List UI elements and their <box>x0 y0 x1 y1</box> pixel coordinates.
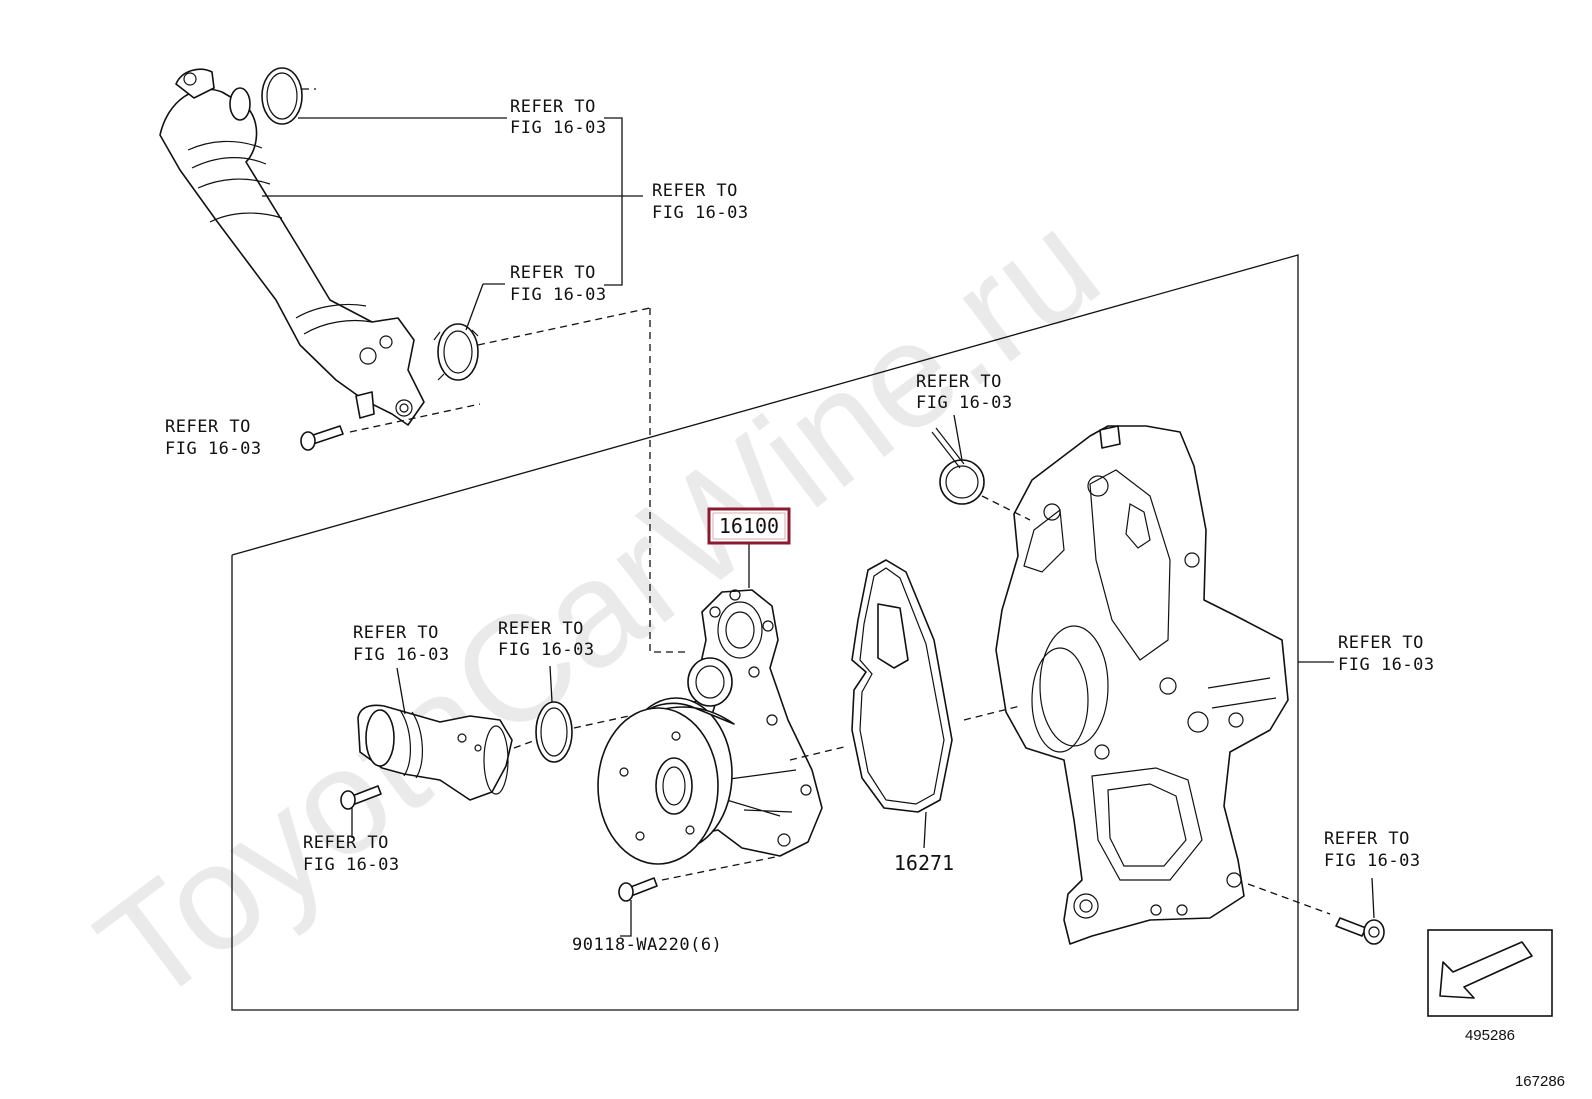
svg-text:16100: 16100 <box>719 514 779 538</box>
refer-label-8: REFER TO FIG 16-03 <box>1338 633 1435 675</box>
svg-text:REFER TO: REFER TO <box>353 623 439 643</box>
svg-text:FIG 16-03: FIG 16-03 <box>165 439 262 459</box>
housing-bolt <box>1335 917 1385 945</box>
water-pump-gasket <box>851 559 953 813</box>
svg-text:REFER TO: REFER TO <box>652 181 738 201</box>
watermark: ToyotaCarWine.ru <box>68 179 1128 1036</box>
pump-pulley <box>597 697 735 865</box>
assembly-frame <box>231 254 1299 1011</box>
svg-text:FIG 16-03: FIG 16-03 <box>1338 655 1435 675</box>
svg-text:REFER TO: REFER TO <box>1324 829 1410 849</box>
svg-text:REFER TO: REFER TO <box>1338 633 1424 653</box>
svg-text:FIG 16-03: FIG 16-03 <box>510 285 607 305</box>
svg-text:FIG 16-03: FIG 16-03 <box>353 645 450 665</box>
hose-clamp <box>433 323 479 381</box>
pump-bolt <box>618 877 658 902</box>
part-number-bolt[interactable]: 90118-WA220(6) <box>572 935 722 955</box>
refer-label-2: REFER TO FIG 16-03 <box>652 181 749 223</box>
refer-label-1: REFER TO FIG 16-03 <box>510 97 607 138</box>
water-inlet-hose <box>159 68 425 426</box>
front-direction-arrow-icon <box>1439 941 1533 999</box>
svg-text:REFER TO: REFER TO <box>303 833 389 853</box>
svg-text:FIG 16-03: FIG 16-03 <box>303 855 400 875</box>
refer-label-3: REFER TO FIG 16-03 <box>510 263 607 305</box>
refer-label-10: REFER TO FIG 16-03 <box>1324 829 1421 871</box>
page-id: 167286 <box>1515 1073 1565 1090</box>
thermostat-bolt <box>340 785 382 810</box>
svg-text:FIG 16-03: FIG 16-03 <box>510 118 607 138</box>
refer-label-7: REFER TO FIG 16-03 <box>498 619 595 660</box>
refer-label-6: REFER TO FIG 16-03 <box>353 623 450 665</box>
part-number-16271[interactable]: 16271 <box>894 851 954 875</box>
part-number-16100[interactable]: 16100 <box>707 507 791 545</box>
direction-box-id: 495286 <box>1465 1027 1515 1044</box>
svg-text:REFER TO: REFER TO <box>510 97 596 117</box>
svg-text:REFER TO: REFER TO <box>498 619 584 639</box>
refer-label-5: REFER TO FIG 16-03 <box>916 372 1013 413</box>
front-direction-box <box>1427 929 1553 1017</box>
o-ring-thermostat <box>535 701 573 763</box>
hose-bolt <box>300 425 344 451</box>
thermostat-housing <box>357 704 513 801</box>
svg-text:FIG 16-03: FIG 16-03 <box>916 393 1013 413</box>
refer-label-9: REFER TO FIG 16-03 <box>303 833 400 875</box>
o-ring-top <box>261 67 303 125</box>
svg-text:REFER TO: REFER TO <box>165 417 251 437</box>
svg-text:FIG 16-03: FIG 16-03 <box>652 203 749 223</box>
refer-label-4: REFER TO FIG 16-03 <box>165 417 262 459</box>
svg-text:FIG 16-03: FIG 16-03 <box>498 640 595 660</box>
engine-housing <box>995 425 1289 945</box>
bypass-pipe-o-ring <box>931 427 985 505</box>
svg-text:REFER TO: REFER TO <box>916 372 1002 392</box>
svg-text:FIG 16-03: FIG 16-03 <box>1324 851 1421 871</box>
svg-text:REFER TO: REFER TO <box>510 263 596 283</box>
